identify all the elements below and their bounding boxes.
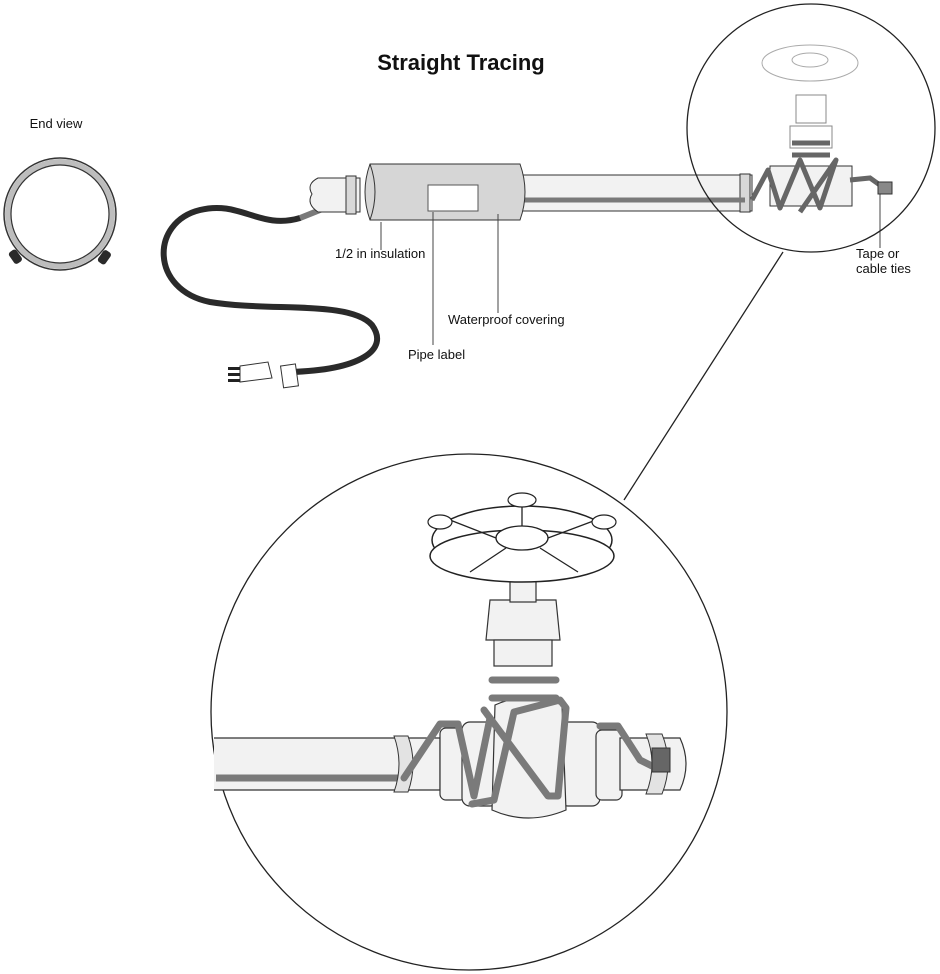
plug-prong-1 xyxy=(228,367,240,370)
plug-prong-2 xyxy=(228,373,240,376)
large-tape-band-left xyxy=(393,735,414,793)
upper-pipe xyxy=(309,173,753,215)
power-cord xyxy=(160,195,381,389)
valve-bonnet-small xyxy=(795,94,827,124)
valve-detail-small xyxy=(686,3,936,253)
detail-connector-line xyxy=(623,251,784,501)
plug-prong-3 xyxy=(228,379,240,382)
tape-band-right xyxy=(739,173,751,213)
end-view-label: End view xyxy=(30,116,83,131)
tape-band-left xyxy=(345,175,357,215)
large-heat-cable xyxy=(400,676,660,808)
leader-lines xyxy=(380,190,881,345)
tape-label-line2: cable ties xyxy=(856,261,911,276)
diagram-title: Straight Tracing xyxy=(377,50,544,75)
cord-clip xyxy=(279,363,300,389)
pipe-label-sticker xyxy=(427,184,479,212)
large-cable-end-seal xyxy=(651,747,671,773)
waterproof-covering-label: Waterproof covering xyxy=(448,312,565,327)
pipe-label-text: Pipe label xyxy=(408,347,465,362)
valve-detail-large xyxy=(210,453,728,971)
large-handwheel xyxy=(427,492,617,583)
plug-body xyxy=(239,361,273,383)
end-view-cable-left xyxy=(8,249,22,264)
insulation-section xyxy=(364,163,526,221)
insulation-label: 1/2 in insulation xyxy=(335,246,425,261)
end-view-cable-right xyxy=(97,250,111,265)
large-valve-bonnet xyxy=(485,599,561,641)
tape-label-line1: Tape or xyxy=(856,246,900,261)
end-view-pipe xyxy=(3,157,117,271)
